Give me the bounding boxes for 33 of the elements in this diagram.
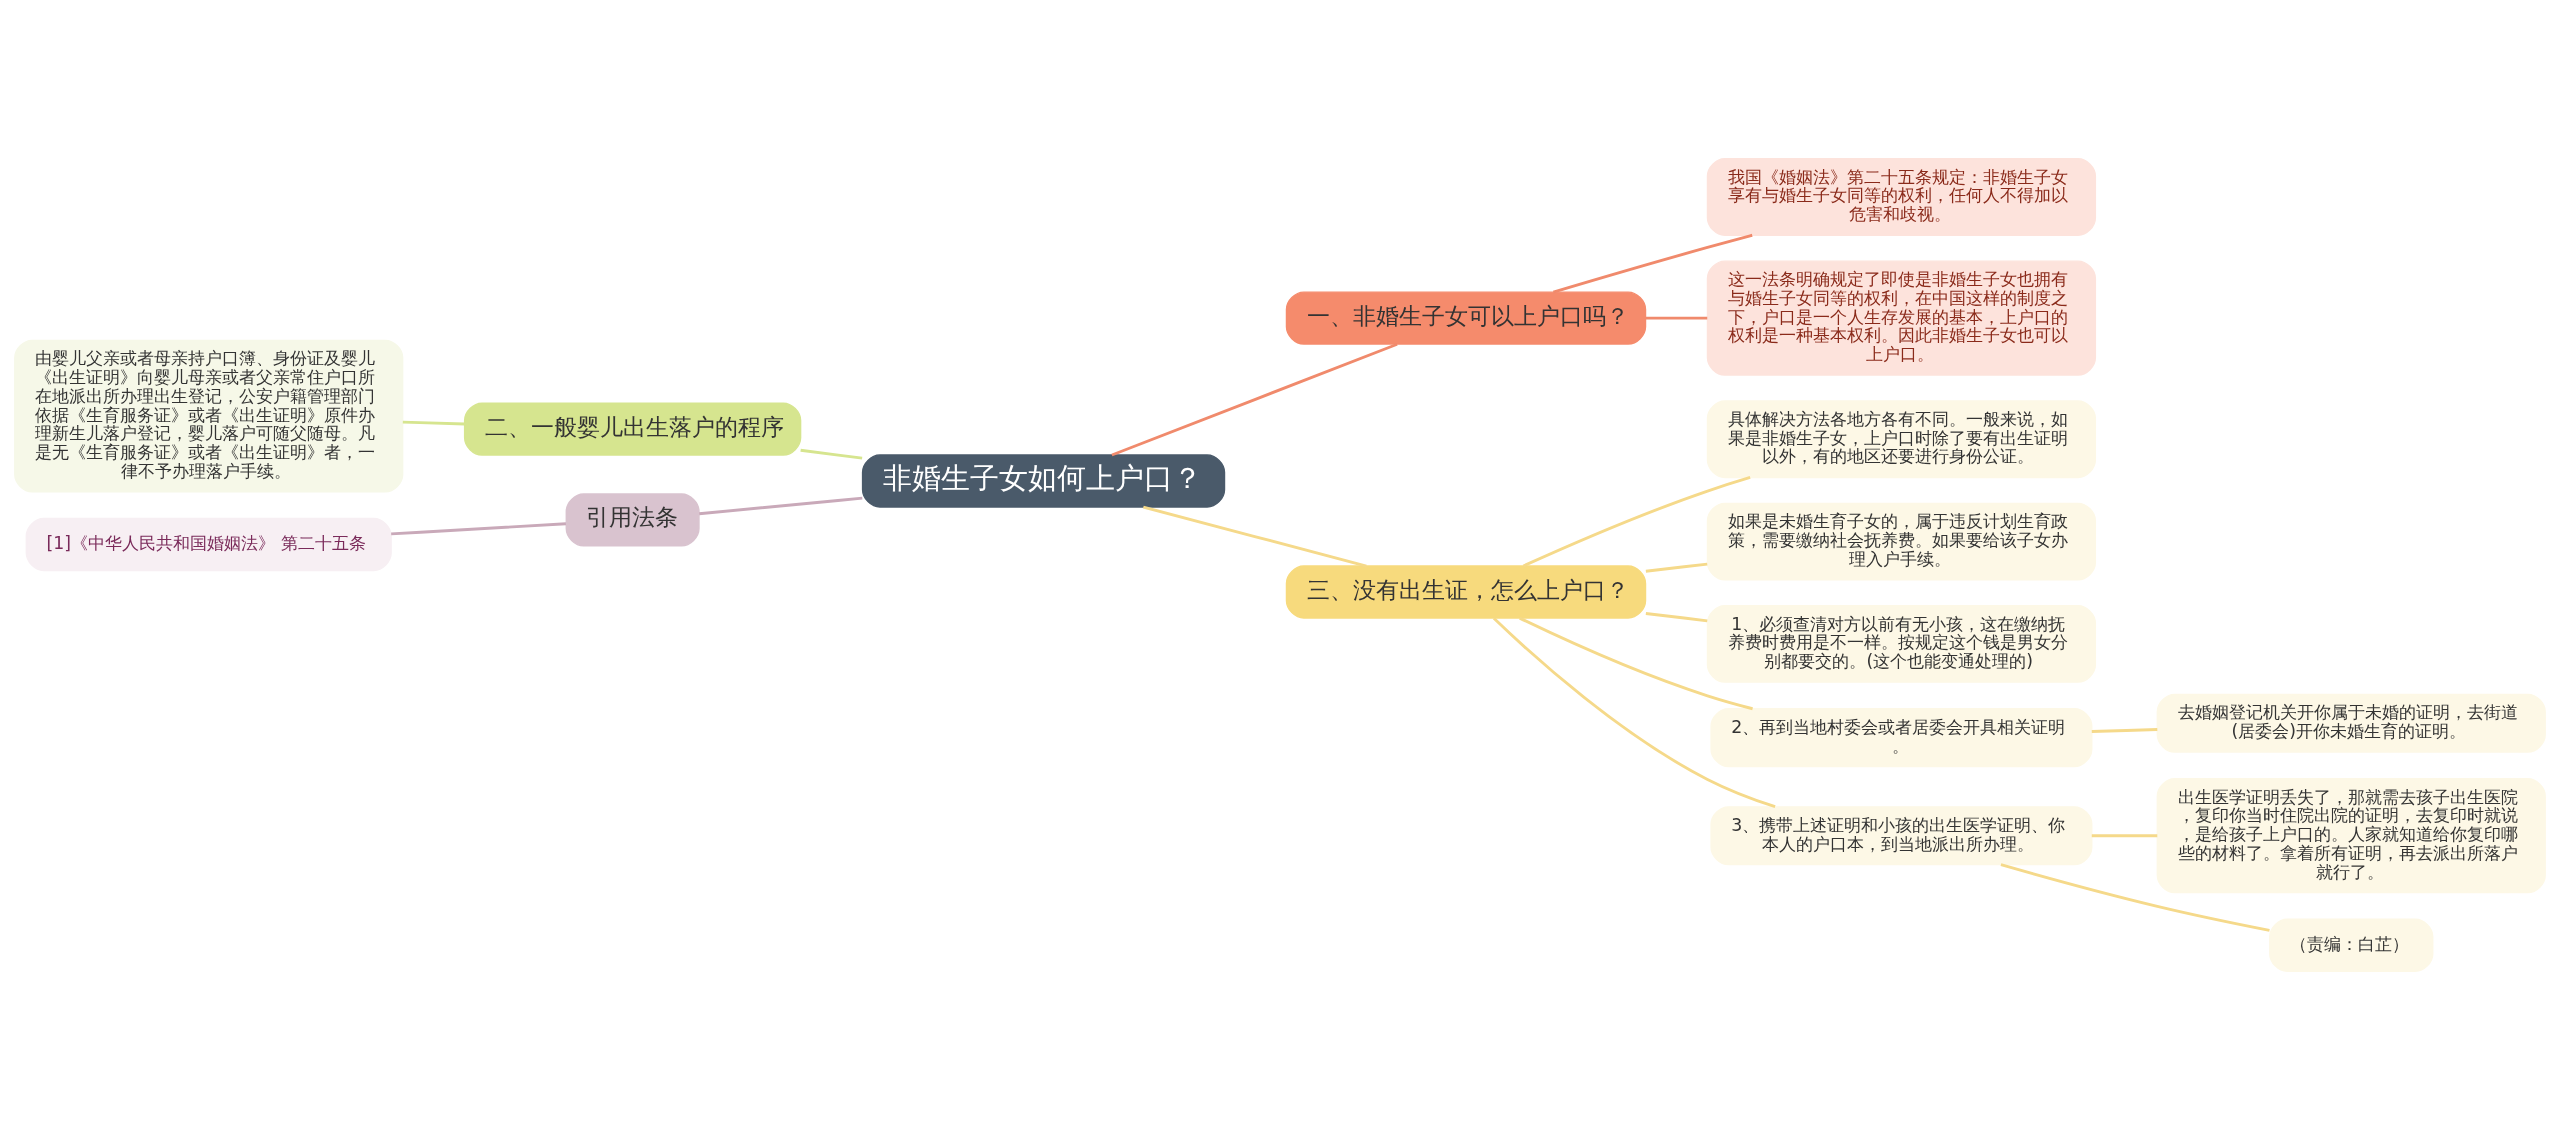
connector (1522, 475, 1751, 567)
connector (1111, 342, 1398, 456)
connector (1645, 611, 1708, 622)
node-box: 具体解决方法各地方各有不同。一般来说，如果是非婚生子女，上户口时除了要有出生证明以外，有的地区还要进行身份公证。 (1706, 399, 2097, 478)
node-box: [1]《中华人民共和国婚姻法》 第二十五条 (25, 517, 392, 571)
connector (1143, 505, 1367, 567)
node-box: 我国《婚姻法》第二十五条规定：非婚生子女享有与婚生子女同等的权利，任何人不得加以危害和歧视。 (1706, 157, 2097, 236)
connector (1645, 562, 1708, 573)
connector (1645, 316, 1708, 320)
connector (391, 521, 567, 535)
node-box: 出生医学证明丢失了，那就需去孩子出生医院，复印你当时住院出院的证明，去复印时就说，是给孩子上户口的。人家就知道给你复印哪些的材料了。拿着所有证明，再去派出所落户就行了。 (2156, 777, 2546, 893)
node-box: 如果是未婚生育子女的，属于违反计划生育政策，需要缴纳社会抚养费。如果要给该子女办理入户手续。 (1706, 502, 2097, 580)
node-box: 2、再到当地村委会或者居委会开具相关证明。 (1710, 707, 2093, 767)
connector (1492, 616, 1776, 808)
node-box: （责编：白芷） (2269, 918, 2434, 972)
node-box: 1、必须查清对方以前有无小孩，这在缴纳抚养费时费用是不一样。按规定这个钱是男女分别都要交的。(这个也能变通处理的) (1706, 604, 2097, 683)
connector (2091, 833, 2158, 837)
connector (2091, 727, 2158, 733)
connector (402, 420, 465, 425)
node-box: 非婚生子女如何上户口？ (861, 453, 1226, 508)
node-box: 去婚姻登记机关开你属于未婚的证明，去街道(居委会)开你未婚生育的证明。 (2156, 693, 2546, 753)
node-box: 这一法条明确规定了即使是非婚生子女也拥有与婚生子女同等的权利，在中国这样的制度之下，户口是一个人生存发展的基本，上户口的权利是一种基本权利。因此非婚生子女也可以上户口。 (1706, 259, 2097, 376)
node-box: 3、携带上述证明和小孩的出生医学证明、你本人的户口本，到当地派出所办理。 (1710, 805, 2093, 865)
node-box: 二、一般婴儿出生落户的程序 (463, 401, 802, 456)
connector (1519, 616, 1753, 710)
node-box: 三、没有出生证，怎么上户口？ (1285, 564, 1647, 619)
node-box: 引用法条 (565, 492, 700, 547)
connector (699, 496, 863, 515)
connector (1552, 233, 1753, 293)
node-box: 一、非婚生子女可以上户口吗？ (1285, 290, 1647, 345)
node-box: 由婴儿父亲或者母亲持户口簿、身份证及婴儿《出生证明》向婴儿母亲或者父亲常住户口所在地派出所办理出生登记，公安户籍管理部门依据《生育服务证》或者《出生证明》原件办理新生儿落户登记，婴儿落户可随父随母。凡是无《生育服务证》或者《出生证明》者，一律不予办理落户手续。 (14, 339, 404, 493)
connector (800, 448, 863, 460)
connector (2000, 862, 2270, 932)
